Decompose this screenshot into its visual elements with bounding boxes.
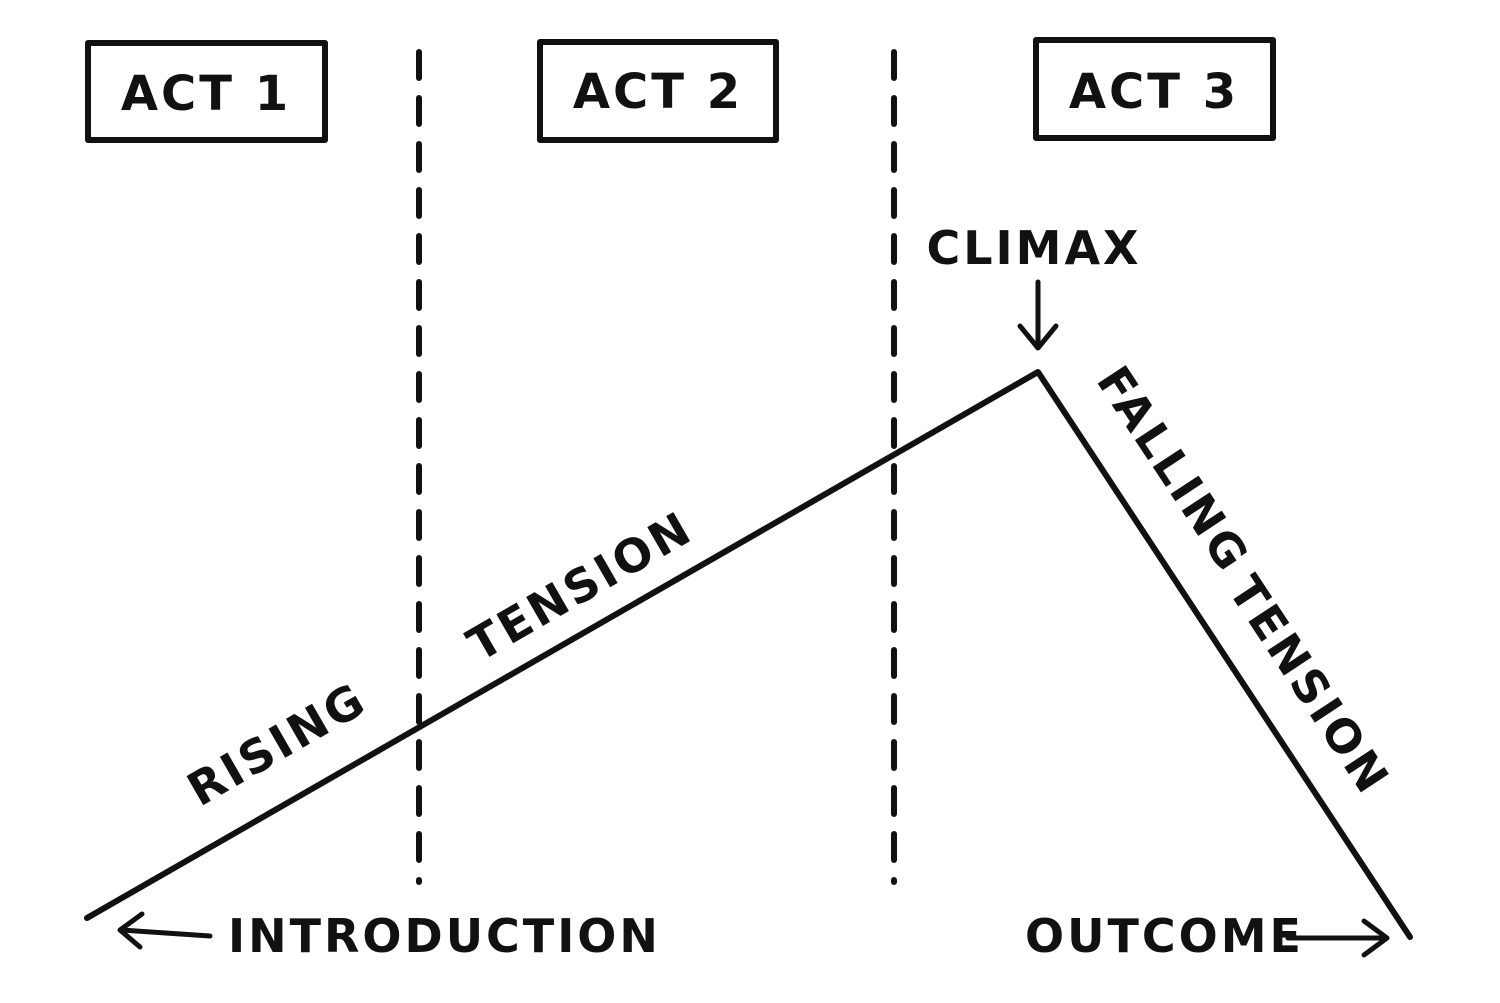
act-2-box: [537, 39, 779, 143]
act-1-header: ACT 1: [85, 40, 328, 143]
rising-label: RISING: [178, 671, 376, 816]
act-2-label: ACT 2: [573, 64, 743, 120]
falling-label: FALLING: [1086, 356, 1260, 582]
outcome-label: OUTCOME: [1025, 909, 1304, 963]
climax-label: CLIMAX: [926, 221, 1141, 275]
act-1-box: [85, 40, 328, 143]
act-3-label: ACT 3: [1069, 64, 1239, 120]
arrow-right-icon: [1285, 918, 1390, 958]
act-2-header: ACT 2: [537, 39, 779, 143]
tension-curve: [84, 369, 1413, 940]
arrow-left-icon: [117, 911, 213, 950]
act-3-header: ACT 3: [1033, 37, 1276, 141]
arrow-down-icon: [1017, 279, 1059, 351]
act-1-label: ACT 1: [121, 66, 291, 122]
act-3-box: [1033, 37, 1276, 141]
introduction-label: INTRODUCTION: [228, 909, 661, 963]
